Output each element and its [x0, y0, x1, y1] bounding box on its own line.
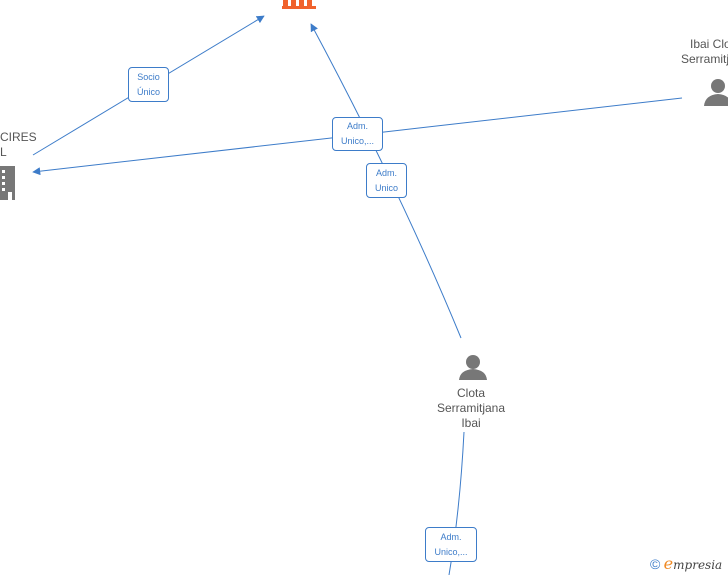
person-center-label[interactable]: Clota Serramitjana Ibai [423, 386, 519, 431]
edge-label-line2: Unico,... [340, 136, 374, 146]
person-center-label-line1: Clota [456, 386, 485, 400]
person-center-label-line3: Ibai [461, 416, 481, 430]
person-icon[interactable] [459, 355, 487, 380]
person-right-label-line1: Ibai Clo [690, 37, 728, 51]
edge-label-line1: Adm. [375, 168, 397, 178]
left-company-label[interactable]: CIRES L [0, 130, 37, 160]
edge-label-line1: Adm. [346, 121, 368, 131]
building-icon[interactable] [282, 0, 316, 9]
person-right-label[interactable]: Ibai Clo Serramitj [681, 37, 728, 67]
person-right-label-line2: Serramitj [681, 52, 728, 66]
edge-label-line2: Unico [374, 183, 398, 193]
edge-label-line1: Adm. [440, 532, 462, 542]
brand-initial: e [663, 554, 674, 573]
person-icon[interactable] [704, 79, 728, 106]
brand-name: mpresia [673, 558, 723, 572]
left-company-label-line1: CIRES [0, 130, 37, 144]
edge-label-line1: Socio [137, 72, 160, 82]
edge-label-socio-unico[interactable]: Socio Único [128, 67, 169, 102]
empresia-watermark: © empresia [650, 554, 722, 573]
building-icon[interactable] [0, 166, 15, 200]
edge-label-adm-unico-2[interactable]: Adm. Unico [366, 163, 407, 198]
copyright-symbol: © [650, 556, 661, 572]
edge-label-adm-unico-3[interactable]: Adm. Unico,... [425, 527, 477, 562]
left-company-label-line2: L [0, 145, 7, 159]
edge-label-line2: Unico,... [434, 547, 468, 557]
edge-label-line2: Único [136, 87, 160, 97]
person-center-label-line2: Serramitjana [436, 401, 506, 415]
edge-label-adm-unico-1[interactable]: Adm. Unico,... [332, 117, 383, 151]
